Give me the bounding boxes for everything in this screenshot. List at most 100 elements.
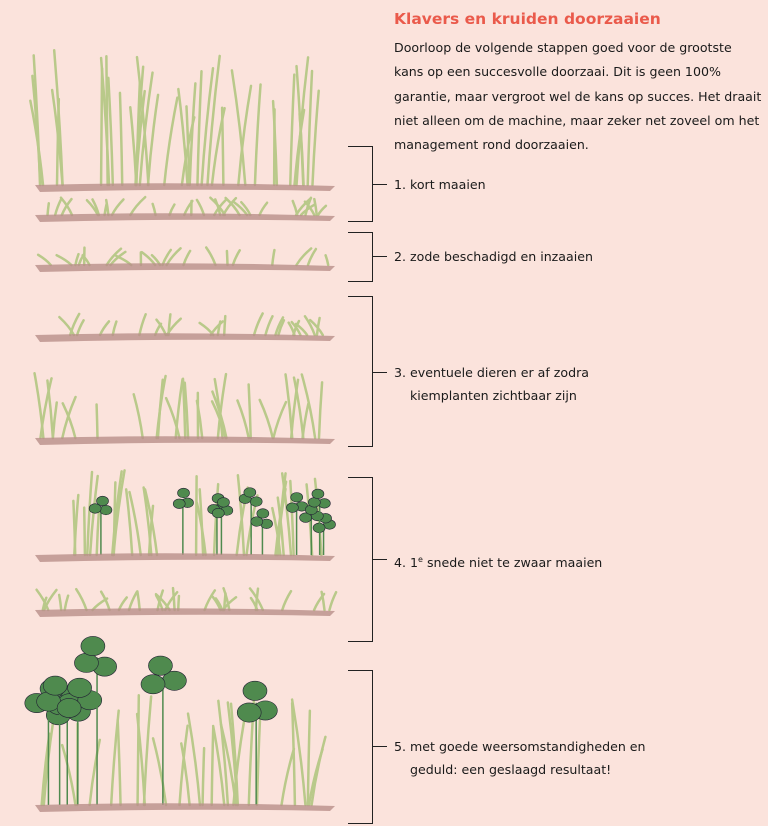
- grass-blade: [88, 474, 99, 557]
- grass-blade: [211, 724, 226, 807]
- grass-blade: [41, 596, 48, 612]
- grass-blade: [135, 55, 150, 187]
- step-4: 4.1e snede niet te zwaar maaien: [394, 555, 603, 571]
- clover-leaf: [256, 508, 270, 519]
- grass-blade: [303, 315, 316, 337]
- grass-blade: [33, 371, 45, 440]
- grass-blade: [182, 249, 192, 267]
- clover-leaf: [42, 675, 68, 696]
- grass-blade: [317, 381, 324, 440]
- connector: [373, 746, 387, 748]
- grass-blade: [146, 93, 160, 187]
- grass-blade: [35, 588, 50, 612]
- grass-blade: [195, 501, 207, 557]
- connector: [373, 256, 387, 258]
- grass-blade: [226, 701, 239, 807]
- grass-blade: [132, 393, 144, 440]
- grass-blade: [212, 482, 220, 557]
- grass-blade: [177, 87, 189, 187]
- bracket-step-5: [348, 670, 373, 824]
- grass-blade: [42, 588, 58, 612]
- grass-blade: [248, 587, 265, 612]
- grass-blade: [315, 316, 321, 337]
- grass-blade: [61, 402, 77, 440]
- grass-blade: [280, 472, 293, 557]
- grass-blade: [294, 322, 309, 337]
- grass-blade: [258, 201, 269, 217]
- soil-strip: [35, 263, 335, 272]
- grass-blade: [52, 49, 64, 187]
- grass-blade: [111, 320, 118, 337]
- grass-blade: [200, 67, 215, 187]
- grass-blade: [95, 403, 99, 440]
- clover-leaf: [88, 503, 102, 514]
- grass-blade: [99, 67, 104, 187]
- bracket-step-2: [348, 232, 373, 282]
- grass-blade: [136, 693, 141, 807]
- soil-strip: [35, 608, 335, 617]
- clover-leaf: [172, 498, 186, 509]
- grass-blade: [88, 738, 102, 807]
- clover-leaf: [290, 492, 304, 503]
- grass-blade: [136, 590, 141, 612]
- grass-blade: [231, 249, 242, 267]
- clover-leaf: [80, 636, 106, 656]
- step-2: 2.zode beschadigd en inzaaien: [394, 249, 593, 264]
- soil-strip: [35, 553, 335, 562]
- grass-blade: [274, 316, 285, 337]
- grass-blade: [128, 490, 142, 557]
- clover-leaf: [236, 702, 262, 723]
- grass-blade: [194, 474, 198, 557]
- clover-leaf: [242, 680, 268, 701]
- grass-blade: [104, 198, 110, 217]
- clover-leaf: [148, 655, 173, 676]
- grass-blade: [155, 374, 167, 440]
- grass-blade: [295, 247, 313, 267]
- clover-leaf: [211, 507, 225, 519]
- grass-blade: [75, 319, 85, 337]
- grass-blade: [151, 737, 168, 807]
- grass-blade: [107, 76, 115, 187]
- grass-blade: [203, 589, 217, 612]
- grass-blade: [138, 313, 147, 337]
- clover-leaf: [308, 497, 321, 508]
- grass-blade: [217, 699, 230, 807]
- grass-blade: [249, 596, 259, 612]
- grass-blade: [311, 89, 320, 187]
- clover-leaf: [243, 487, 257, 498]
- grass-blade: [118, 91, 124, 187]
- clover-leaf: [311, 488, 325, 499]
- grass-blade: [68, 312, 81, 337]
- clover-leaf: [96, 495, 109, 507]
- grass-blade: [328, 590, 338, 612]
- soil-strip: [35, 213, 335, 222]
- grass-blade: [60, 197, 73, 217]
- soil-strip: [35, 803, 335, 812]
- grass-blade: [39, 377, 53, 440]
- grass-blade: [236, 474, 246, 557]
- grass-blade: [252, 312, 264, 337]
- grass-blade: [206, 54, 221, 187]
- grass-blade: [110, 198, 125, 217]
- grass-blade: [124, 488, 134, 557]
- grass-blade: [222, 587, 231, 612]
- grass-blade: [316, 204, 328, 217]
- grass-blade: [72, 499, 77, 557]
- grass-blade: [91, 597, 109, 612]
- grass-blade: [60, 743, 77, 807]
- grass-blade: [180, 116, 196, 187]
- bracket-step-3: [348, 296, 373, 447]
- grass-blade: [210, 106, 226, 187]
- grass-blade: [163, 96, 179, 187]
- grass-blade: [176, 594, 181, 612]
- grass-blade: [304, 196, 313, 217]
- grass-blade: [277, 319, 286, 337]
- grass-blade: [36, 253, 52, 267]
- grass-blade: [230, 69, 247, 187]
- grass-blade: [289, 73, 296, 187]
- grass-blade: [171, 586, 176, 612]
- grass-blade: [289, 479, 295, 557]
- grass-blade: [180, 742, 191, 807]
